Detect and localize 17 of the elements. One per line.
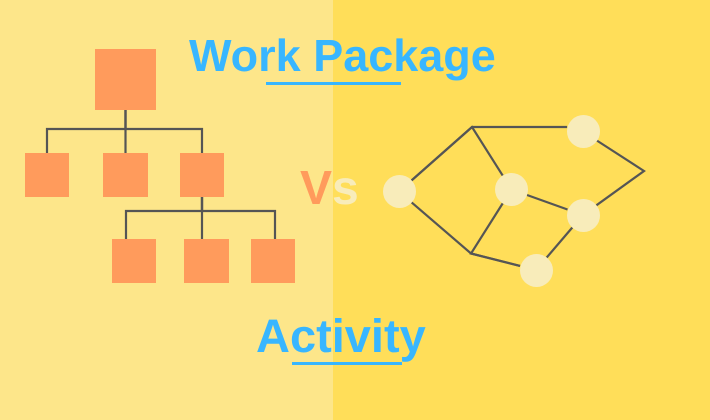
org-chart-box	[112, 239, 156, 283]
org-chart-box	[95, 49, 156, 110]
connector-line	[596, 140, 646, 206]
org-chart-box	[25, 153, 69, 197]
heading-text: Work Package	[189, 30, 496, 82]
connector-line	[410, 125, 504, 182]
versus-text: Vs	[300, 161, 359, 216]
connector-line	[124, 110, 204, 153]
connector-line	[200, 197, 276, 239]
org-chart-box	[103, 153, 148, 197]
org-chart-box	[251, 239, 295, 283]
connector-line	[469, 202, 520, 267]
connector-line	[546, 226, 574, 258]
org-chart-box	[180, 153, 224, 197]
connector-line	[526, 194, 568, 211]
heading-text: Activity	[256, 309, 426, 364]
org-chart-box	[184, 239, 229, 283]
